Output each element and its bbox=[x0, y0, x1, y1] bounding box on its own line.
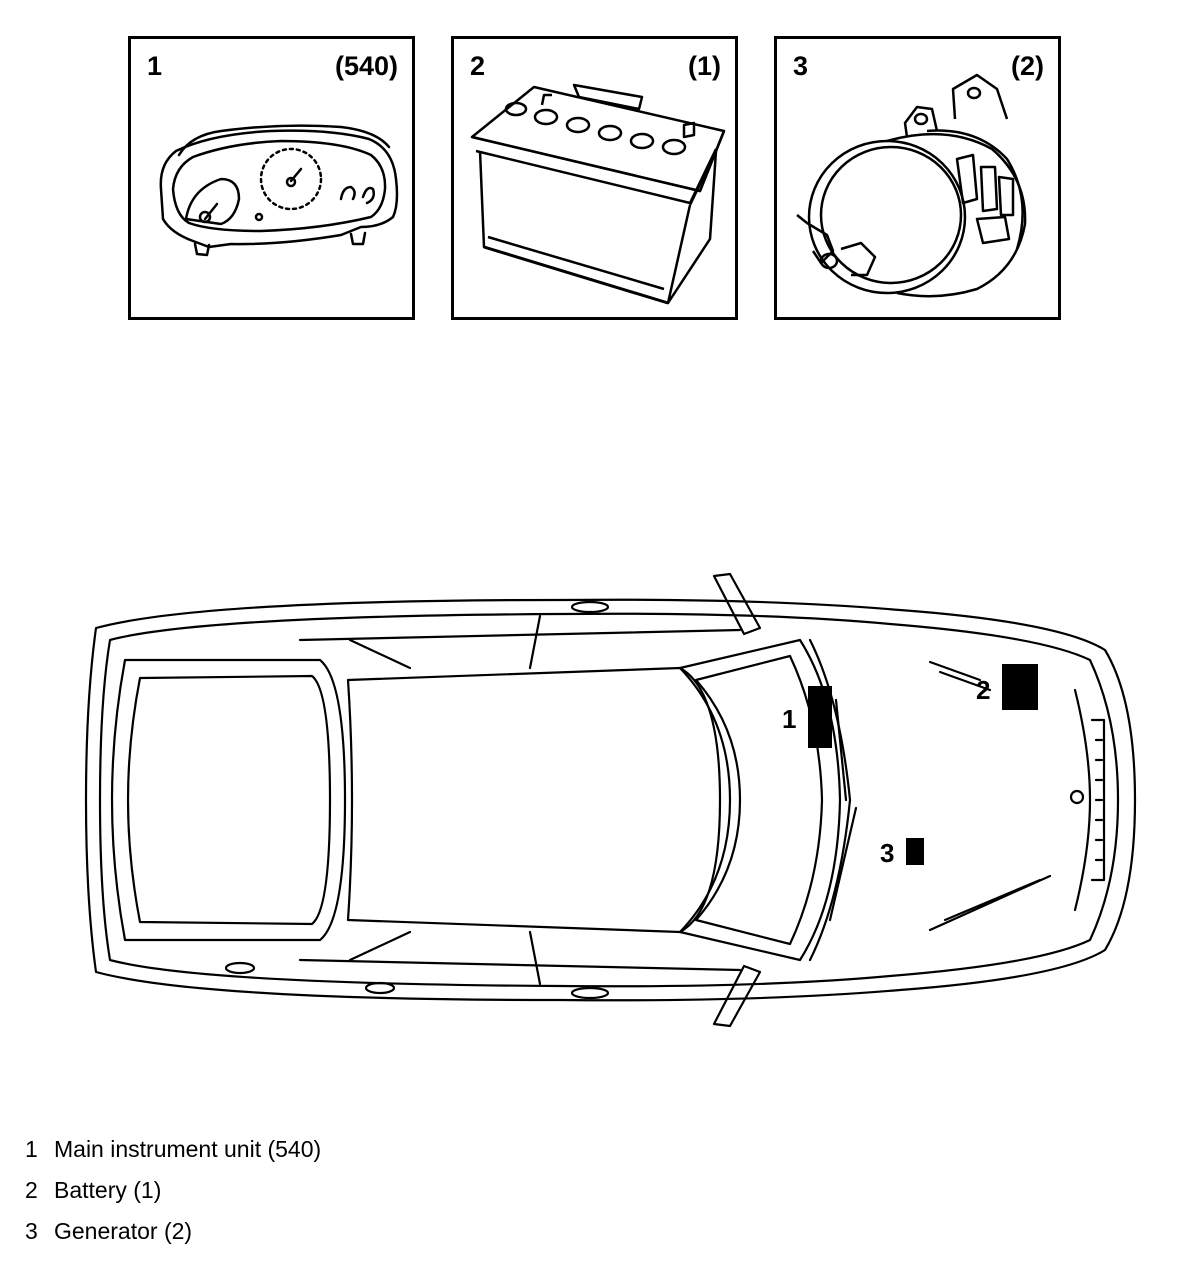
component-panel-generator: 3 (2) bbox=[774, 36, 1061, 320]
instrument-cluster-icon bbox=[159, 124, 399, 257]
legend-item: 1 Main instrument unit (540) bbox=[25, 1136, 321, 1177]
legend-item: 2 Battery (1) bbox=[25, 1177, 321, 1218]
hood bbox=[808, 638, 852, 962]
panel-number: 2 bbox=[470, 51, 486, 81]
panel-code: (2) bbox=[1011, 51, 1044, 81]
marker-3 bbox=[906, 838, 924, 865]
component-panel-instrument-unit: 1 (540) bbox=[128, 36, 415, 320]
legend-number: 1 bbox=[25, 1136, 38, 1162]
legend-number: 3 bbox=[25, 1218, 38, 1244]
panel-code: (540) bbox=[334, 51, 398, 81]
marker-2 bbox=[1002, 664, 1038, 710]
legend-label: Main instrument unit (540) bbox=[54, 1136, 322, 1162]
legend-number: 2 bbox=[25, 1177, 38, 1203]
component-panel-battery: 2 (1) bbox=[451, 36, 738, 320]
callout-3: 3 bbox=[880, 838, 895, 868]
legend-label: Battery (1) bbox=[54, 1177, 162, 1203]
generator-icon bbox=[796, 73, 1027, 298]
legend-label: Generator (2) bbox=[54, 1218, 193, 1244]
legend-item: 3 Generator (2) bbox=[25, 1218, 321, 1259]
windshield bbox=[678, 638, 842, 962]
callout-2: 2 bbox=[976, 675, 991, 705]
battery-icon bbox=[470, 83, 726, 305]
panel-code: (1) bbox=[688, 51, 721, 81]
vehicle-body-outline bbox=[84, 598, 1137, 1002]
legend: 1 Main instrument unit (540) 2 Battery (… bbox=[25, 1136, 321, 1259]
panel-number: 3 bbox=[793, 51, 809, 81]
roof bbox=[346, 666, 722, 934]
panel-number: 1 bbox=[147, 51, 163, 81]
marker-1 bbox=[808, 686, 832, 748]
callout-1: 1 bbox=[782, 704, 797, 734]
vehicle-top-view bbox=[84, 572, 1137, 1028]
